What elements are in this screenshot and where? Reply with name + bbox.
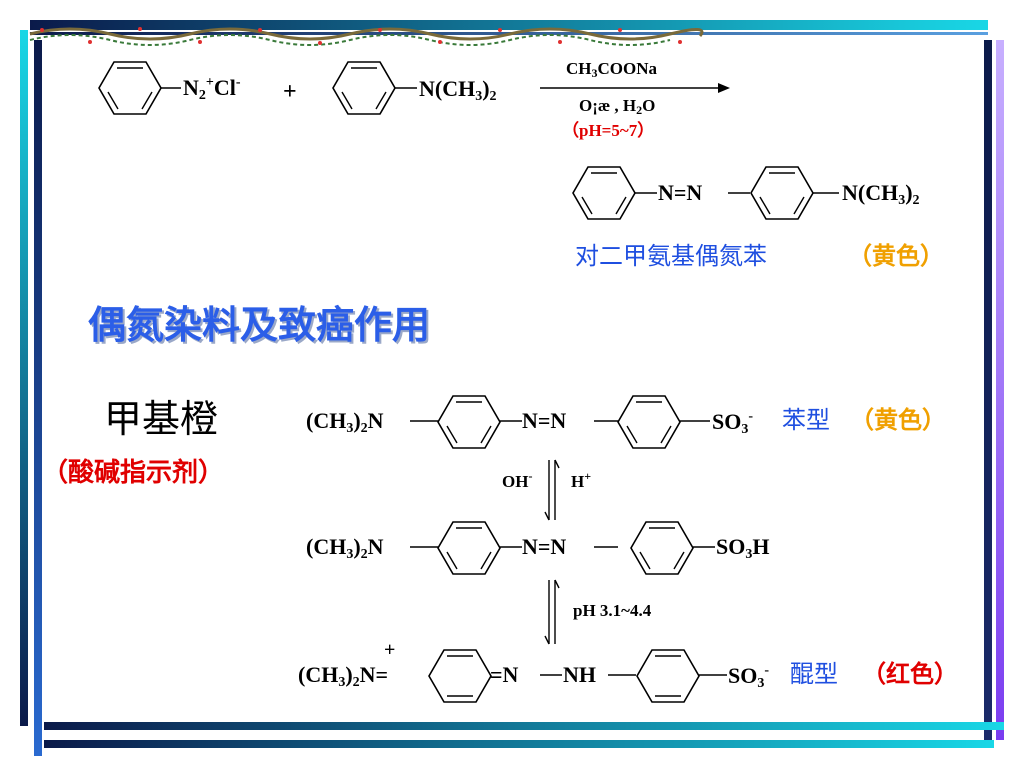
- frame-bottom-bar-2: [44, 740, 994, 748]
- bond-line: [594, 420, 618, 422]
- benzene-ring-3: [572, 166, 636, 220]
- benzene-ring-row1-right: [617, 395, 681, 449]
- row1-color-label: （黄色）: [850, 406, 946, 434]
- bond-line: [540, 674, 562, 676]
- bond-line: [813, 192, 839, 194]
- frame-left-bar-inner: [34, 40, 42, 756]
- equilibrium-arrow-1: [544, 459, 560, 521]
- arrow-bottom-conditions: O¡æ , H2O: [579, 96, 656, 117]
- frame-top-bar: [30, 20, 988, 30]
- equilibrium-arrow-2: [544, 579, 560, 645]
- product-azo-link: N=N: [658, 180, 703, 205]
- bond-line: [699, 674, 727, 676]
- bond-line: [608, 674, 636, 676]
- eq2-ph-label: pH 3.1~4.4: [573, 601, 652, 620]
- frame-right-bar: [984, 40, 992, 740]
- arrow-top-reagent: CH3COONa: [566, 59, 657, 80]
- row3-sulfonate: SO3-: [728, 663, 770, 691]
- bond-line: [410, 420, 438, 422]
- row3-nh: NH: [563, 662, 596, 687]
- bond-line: [161, 87, 181, 89]
- eq1-base-label: OH-: [502, 469, 533, 491]
- bond-line: [635, 192, 657, 194]
- row1-sulfonate: SO3-: [712, 409, 754, 437]
- garland-decoration: [29, 27, 704, 46]
- bond-line: [728, 192, 750, 194]
- frame-bottom-bar: [44, 722, 1004, 730]
- methyl-orange-subtitle: （酸碱指示剂）: [42, 458, 225, 488]
- row2-dimethylamino: (CH3)2N: [306, 534, 384, 562]
- section-title: 偶氮染料及致癌作用: [88, 303, 431, 347]
- benzene-ring-row2-right: [630, 521, 694, 575]
- methyl-orange-name: 甲基橙: [104, 397, 219, 441]
- bond-line: [500, 546, 522, 548]
- plus-sign: +: [283, 79, 297, 105]
- dimethylamino-group: N(CH3)2: [419, 76, 497, 104]
- benzene-ring-row1-left: [437, 395, 501, 449]
- bond-line: [693, 546, 715, 548]
- bond-line: [395, 87, 417, 89]
- bond-line: [410, 546, 438, 548]
- row3-iminium: (CH3)2N=: [298, 662, 389, 690]
- bond-line: [594, 546, 618, 548]
- product-name: 对二甲氨基偶氮苯: [575, 242, 767, 270]
- quinoid-ring: [428, 649, 492, 703]
- reaction-arrow: [540, 83, 730, 93]
- row3-plus-charge: +: [384, 639, 396, 661]
- row1-dimethylamino: (CH3)2N: [306, 408, 384, 436]
- frame-right-bar-purple: [996, 40, 1004, 740]
- row3-color-label: （红色）: [862, 660, 958, 688]
- benzene-ring-4: [750, 166, 814, 220]
- eq1-acid-label: H+: [571, 469, 592, 491]
- bond-line: [500, 420, 522, 422]
- row3-type-label: 醌型: [790, 660, 838, 688]
- diazonium-chloride: N2+Cl-: [183, 75, 241, 103]
- row2-sulfonic-acid: SO3H: [716, 534, 770, 562]
- bond-line: [680, 420, 710, 422]
- product-color-label: （黄色）: [848, 242, 944, 270]
- benzene-ring-1: [98, 61, 162, 115]
- row1-type-label: 苯型: [782, 406, 830, 434]
- ph-condition: （pH=5~7）: [562, 121, 655, 140]
- row1-azo-link: N=N: [522, 408, 567, 433]
- product-dimethylamino: N(CH3)2: [842, 180, 920, 208]
- row2-azo-link: N=N: [522, 534, 567, 559]
- row3-imine-link: =N: [490, 662, 519, 687]
- benzene-ring-2: [332, 61, 396, 115]
- frame-left-bar: [20, 30, 28, 726]
- benzene-ring-row2-left: [437, 521, 501, 575]
- benzene-ring-row3-right: [636, 649, 700, 703]
